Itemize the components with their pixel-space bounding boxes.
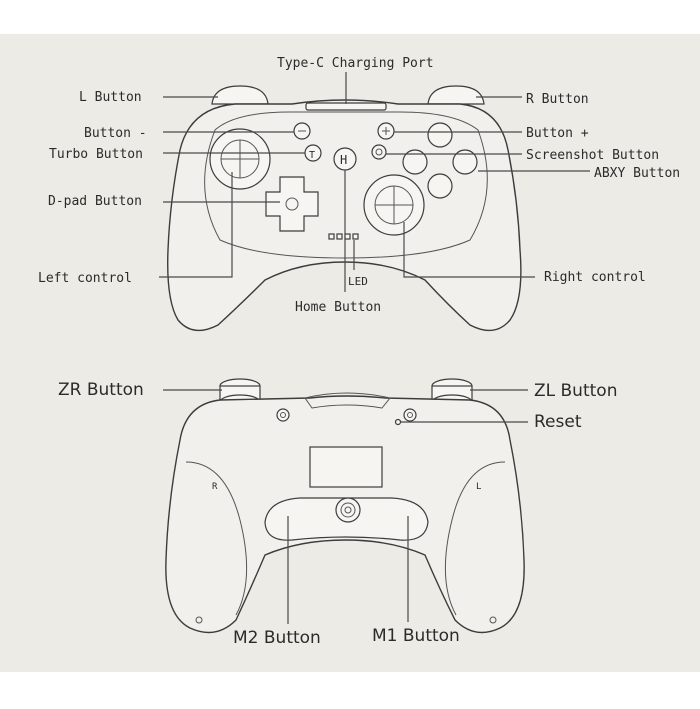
label-right-control: Right control <box>544 270 646 285</box>
label-turbo-button: Turbo Button <box>49 147 143 162</box>
abxy-button-y <box>402 149 428 175</box>
front-callout-lines <box>159 72 590 292</box>
front-controller-body <box>167 99 522 332</box>
label-plus-button: Button + <box>526 126 589 141</box>
label-left-control: Left control <box>38 271 132 286</box>
label-type-c-port: Type-C Charging Port <box>277 56 434 71</box>
dpad <box>265 176 319 232</box>
label-led: LED <box>348 275 368 288</box>
grip-letter-right: L <box>476 482 481 492</box>
abxy-button-x <box>427 122 453 148</box>
grip-right <box>444 461 506 616</box>
home-glyph: H <box>340 153 347 167</box>
label-minus-button: Button - <box>84 126 147 141</box>
label-m1-button: M1 Button <box>372 626 460 646</box>
reset-pinhole <box>394 418 402 426</box>
screenshot-button <box>371 144 387 160</box>
label-home-button: Home Button <box>295 300 381 315</box>
grip-letter-left: R <box>212 482 218 492</box>
label-screenshot-button: Screenshot Button <box>526 148 659 163</box>
led-indicators <box>328 233 359 240</box>
back-callout-lines <box>163 389 528 624</box>
back-view: R L ZR Button ZL Button Reset M2 Butto <box>58 378 617 648</box>
abxy-button-a <box>452 149 478 175</box>
label-zr-button: ZR Button <box>58 380 144 400</box>
label-zl-button: ZL Button <box>534 381 617 401</box>
screw-right <box>403 408 417 422</box>
l-bumper <box>211 85 269 105</box>
label-dpad-button: D-pad Button <box>48 194 142 209</box>
label-l-button: L Button <box>79 90 142 105</box>
front-view: T H <box>38 56 680 332</box>
label-r-button: R Button <box>526 92 589 107</box>
abxy-button-b <box>427 173 453 199</box>
label-abxy-buttons: ABXY Button <box>594 166 680 181</box>
paddle-center-stud <box>335 497 361 523</box>
turbo-glyph: T <box>309 150 315 161</box>
back-label-plate <box>309 446 383 488</box>
r-bumper <box>427 85 485 105</box>
label-m2-button: M2 Button <box>233 628 321 648</box>
front-faceplate <box>204 111 488 259</box>
back-top-ridge <box>304 392 391 409</box>
screw-left <box>276 408 290 422</box>
type-c-port <box>305 102 387 111</box>
grip-left <box>185 461 248 616</box>
label-reset: Reset <box>534 412 582 432</box>
